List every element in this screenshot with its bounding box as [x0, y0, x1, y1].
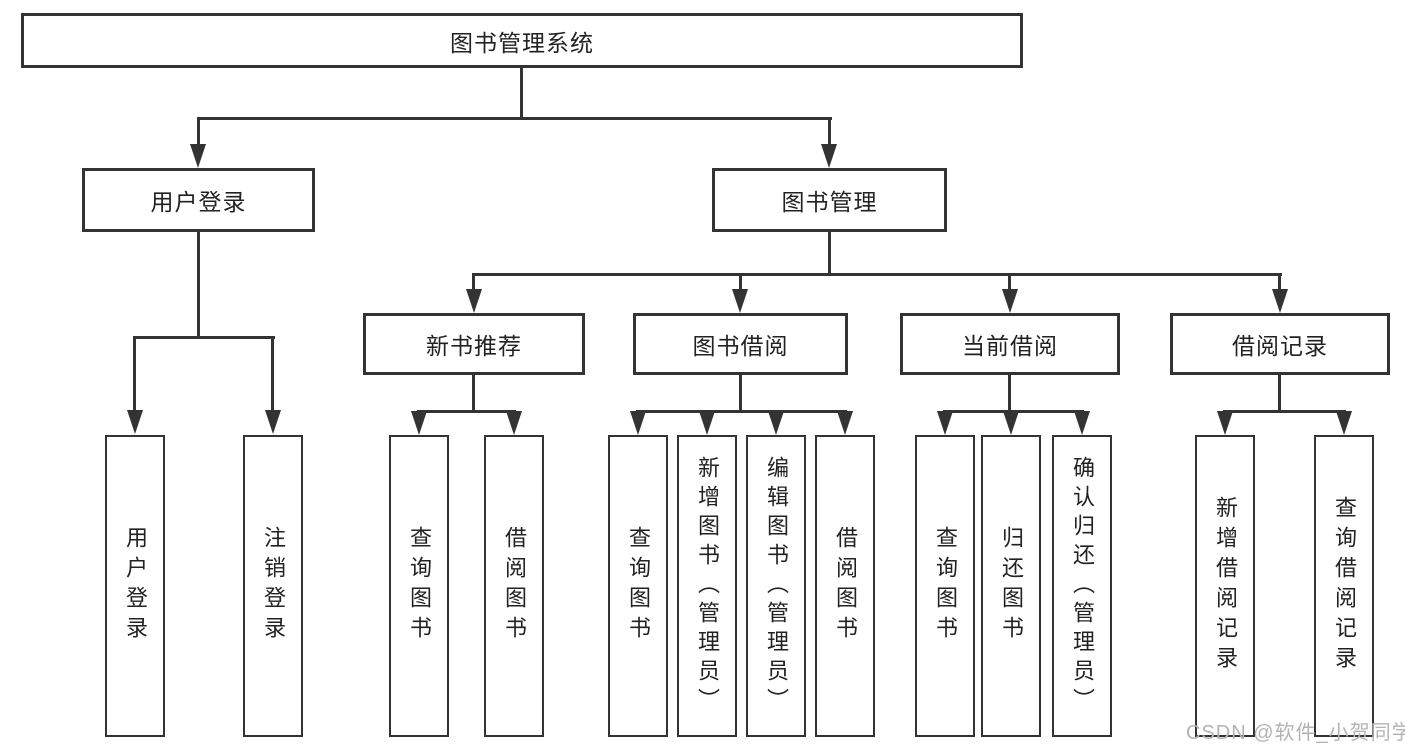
connector-login-drop-1: [133, 336, 136, 412]
connector-mgmt-drop-2: [739, 273, 742, 291]
connector-root-stem: [520, 68, 523, 117]
arrowhead-icon: [265, 410, 281, 434]
arrowhead-icon: [1002, 289, 1018, 313]
connector-mgmt-drop-1: [472, 273, 475, 291]
arrowhead-icon: [1272, 289, 1288, 313]
connector-borrow-bar: [636, 410, 847, 413]
arrowhead-icon: [466, 289, 482, 313]
leaf-return-books: 归还图书: [981, 435, 1041, 737]
connector-rec-stem: [472, 375, 475, 410]
arrowhead-icon: [1217, 411, 1233, 435]
connector-root-drop-right: [828, 117, 831, 147]
leaf-query-borrow-record: 查询借阅记录: [1314, 435, 1374, 737]
leaf-borrow-books-recommend: 借阅图书: [484, 435, 544, 737]
leaf-query-books-current: 查询图书: [915, 435, 975, 737]
node-user-login: 用户登录: [82, 168, 315, 232]
leaf-add-book-admin: 新增图书（管理员）: [677, 435, 737, 737]
arrowhead-icon: [630, 411, 646, 435]
leaf-edit-book-admin: 编辑图书（管理员）: [746, 435, 806, 737]
node-current-borrowing: 当前借阅: [900, 313, 1120, 375]
leaf-borrow-books-borrowing: 借阅图书: [815, 435, 875, 737]
arrowhead-icon: [937, 411, 953, 435]
connector-mgmt-drop-3: [1008, 273, 1011, 291]
connector-mgmt-bar: [472, 273, 1282, 276]
leaf-confirm-return-admin: 确认归还（管理员）: [1052, 435, 1112, 737]
connector-login-drop-2: [271, 336, 274, 412]
node-book-borrowing: 图书借阅: [633, 313, 848, 375]
leaf-user-login: 用户登录: [105, 435, 165, 737]
leaf-query-books-recommend: 查询图书: [389, 435, 449, 737]
arrowhead-icon: [190, 144, 206, 168]
connector-records-stem: [1278, 375, 1281, 410]
node-library-management-system: 图书管理系统: [21, 13, 1023, 68]
node-new-book-recommend: 新书推荐: [363, 313, 585, 375]
connector-root-drop-left: [197, 117, 200, 147]
csdn-watermark: CSDN @软件_小贺同学: [1186, 722, 1405, 744]
connector-mgmt-drop-4: [1278, 273, 1281, 291]
arrowhead-icon: [732, 289, 748, 313]
connector-mgmt-stem: [828, 232, 831, 273]
connector-borrow-stem: [739, 375, 742, 410]
connector-root-bar: [197, 117, 832, 120]
leaf-add-borrow-record: 新增借阅记录: [1195, 435, 1255, 737]
arrowhead-icon: [127, 410, 143, 434]
arrowhead-icon: [506, 411, 522, 435]
arrowhead-icon: [1336, 411, 1352, 435]
node-borrowing-records: 借阅记录: [1170, 313, 1390, 375]
leaf-query-books-borrowing: 查询图书: [608, 435, 668, 737]
connector-login-bar: [133, 336, 275, 339]
leaf-logout: 注销登录: [243, 435, 303, 737]
connector-current-stem: [1008, 375, 1011, 410]
arrowhead-icon: [1074, 411, 1090, 435]
connector-records-bar: [1223, 410, 1346, 413]
node-book-management: 图书管理: [712, 168, 947, 232]
arrowhead-icon: [837, 411, 853, 435]
connector-rec-bar: [417, 410, 516, 413]
arrowhead-icon: [1003, 411, 1019, 435]
connector-login-stem: [197, 232, 200, 336]
arrowhead-icon: [411, 411, 427, 435]
arrowhead-icon: [821, 144, 837, 168]
arrowhead-icon: [699, 411, 715, 435]
arrowhead-icon: [768, 411, 784, 435]
